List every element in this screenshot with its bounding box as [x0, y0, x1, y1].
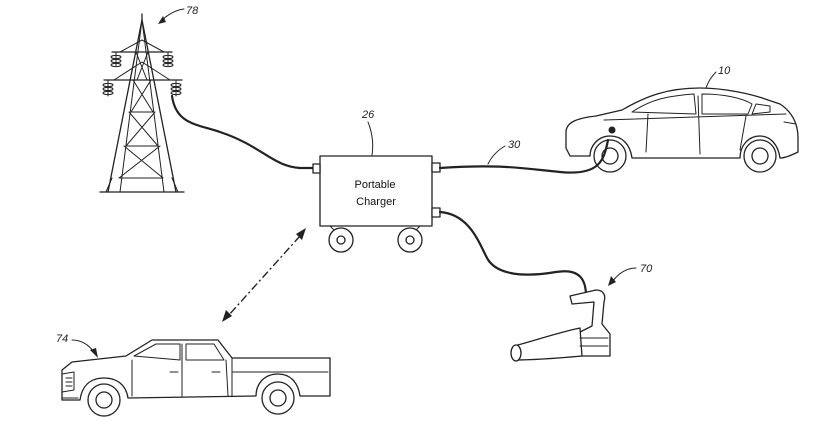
- truck-ref-label: 74: [56, 333, 68, 345]
- wireless-link: [227, 235, 301, 317]
- electric-car: [565, 87, 799, 173]
- charger-leader: [367, 121, 374, 156]
- car-leader: [705, 71, 717, 89]
- cable-leader: [487, 145, 506, 165]
- truck-arrowhead: [90, 348, 98, 358]
- tower-ref-label: 78: [186, 5, 199, 17]
- wireless-arrowhead-bottom: [222, 310, 232, 322]
- charger-title-line2: Charger: [356, 196, 396, 208]
- tower-arrowhead: [158, 16, 166, 24]
- grid-cable: [170, 94, 322, 170]
- wireless-arrowhead-top: [296, 228, 306, 240]
- nozzle-cable: [438, 210, 588, 298]
- portable-charger: [312, 155, 441, 253]
- nozzle-leader: [611, 267, 637, 283]
- nozzle-ref-label: 70: [640, 263, 653, 275]
- cable-ref-label: 30: [508, 139, 521, 151]
- car-ref-label: 10: [718, 65, 731, 77]
- charging-nozzle: [510, 289, 611, 362]
- charger-title-line1: Portable: [355, 179, 396, 191]
- charger-ref-label: 26: [361, 109, 375, 121]
- nozzle-arrowhead: [608, 276, 616, 286]
- pickup-truck: [61, 339, 331, 417]
- transmission-tower: [99, 13, 185, 193]
